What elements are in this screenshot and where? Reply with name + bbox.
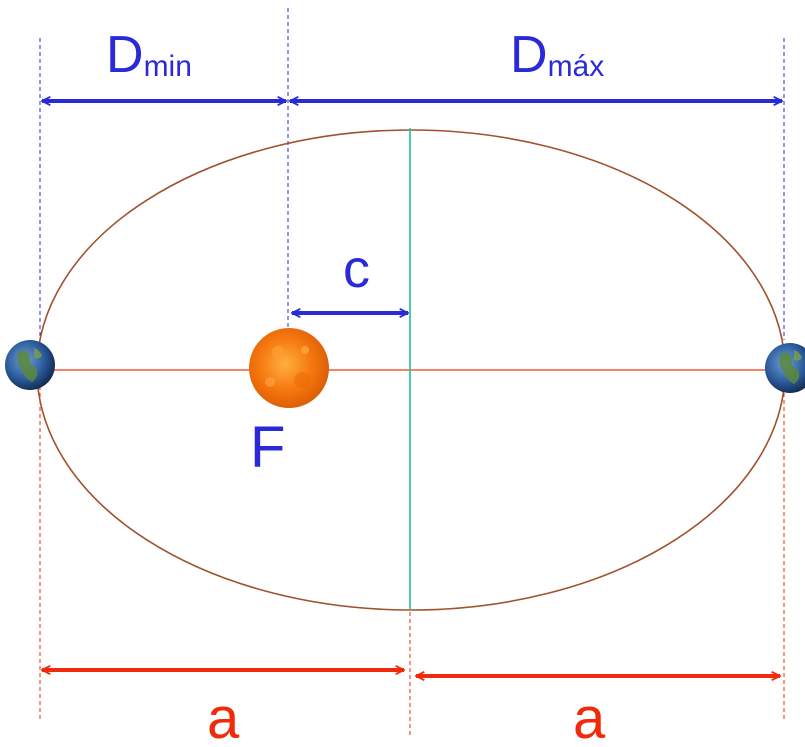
focus-label: F	[250, 415, 285, 480]
earth-icon-left	[5, 340, 55, 390]
d-min-label: Dmin	[106, 26, 192, 84]
d-max-label-base: D	[510, 26, 548, 84]
earth-icon-right	[765, 343, 805, 393]
d-max-label-sub: máx	[548, 50, 605, 83]
d-min-label-base: D	[106, 26, 144, 84]
c-label: c	[343, 239, 370, 299]
d-max-label: Dmáx	[510, 26, 604, 84]
a-right-label: a	[573, 686, 606, 747]
sun-icon	[249, 328, 329, 408]
a-left-label: a	[207, 686, 240, 747]
d-min-label-sub: min	[144, 50, 192, 83]
